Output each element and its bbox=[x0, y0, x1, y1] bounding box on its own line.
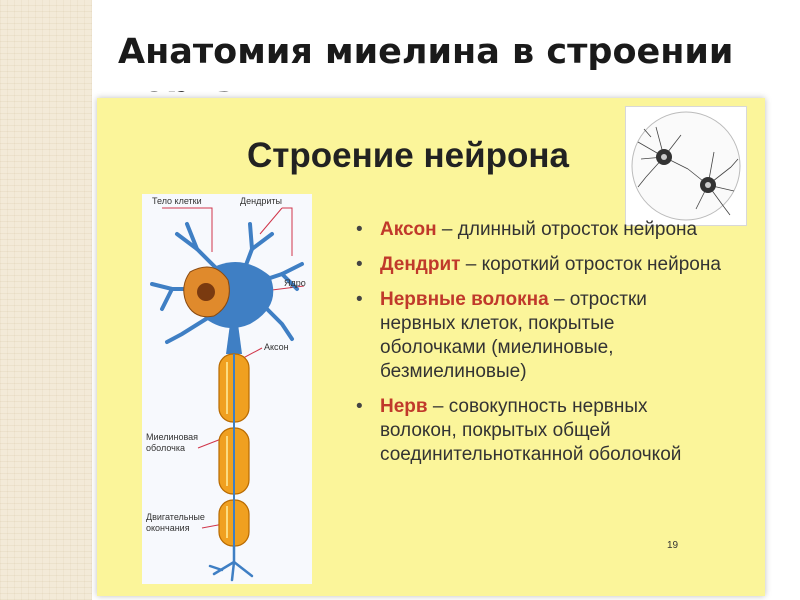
definition-axon: – длинный отросток нейрона bbox=[436, 219, 698, 240]
label-motor-1: Двигательные bbox=[146, 512, 205, 522]
definition-list: Аксон – длинный отросток нейрона Дендрит… bbox=[352, 218, 722, 478]
inner-slide-image: Строение нейрона bbox=[97, 98, 765, 596]
term-axon: Аксон bbox=[380, 219, 437, 240]
term-nerve: Нерв bbox=[380, 396, 428, 417]
bullet-nerve-fibers: Нервные волокна – отростки нервных клето… bbox=[352, 288, 722, 384]
term-dendrite: Дендрит bbox=[380, 254, 461, 275]
neuron-illustration bbox=[150, 207, 305, 582]
decorative-left-strip bbox=[0, 0, 92, 600]
label-myelin-2: оболочка bbox=[146, 443, 185, 453]
definition-dendrite: – короткий отросток нейрона bbox=[460, 254, 721, 275]
label-motor-2: окончания bbox=[146, 523, 190, 533]
neuron-diagram: Тело клетки Дендриты Ядро Аксон Миелинов… bbox=[142, 194, 312, 584]
bullet-dendrite: Дендрит – короткий отросток нейрона bbox=[352, 253, 722, 277]
bullet-axon: Аксон – длинный отросток нейрона bbox=[352, 218, 722, 242]
label-dendrites: Дендриты bbox=[240, 196, 282, 206]
definition-nerve: – совокупность нервных волокон, покрытых… bbox=[380, 396, 682, 465]
inner-heading: Строение нейрона bbox=[247, 136, 569, 175]
term-nerve-fibers: Нервные волокна bbox=[380, 289, 549, 310]
micrograph-drawing bbox=[631, 111, 741, 221]
label-nucleus: Ядро bbox=[284, 278, 306, 288]
slide-title: Анатомия миелина в строении нерва bbox=[118, 32, 734, 92]
label-axon: Аксон bbox=[264, 342, 289, 352]
definition-nerve-fibers: – отростки нервных клеток, покрытые обол… bbox=[380, 289, 647, 382]
page-number: 19 bbox=[667, 540, 679, 551]
label-cell-body: Тело клетки bbox=[152, 196, 202, 206]
label-myelin-1: Миелиновая bbox=[146, 432, 199, 442]
neuron-micrograph bbox=[625, 106, 747, 226]
bullet-nerve: Нерв – совокупность нервных волокон, пок… bbox=[352, 395, 722, 467]
